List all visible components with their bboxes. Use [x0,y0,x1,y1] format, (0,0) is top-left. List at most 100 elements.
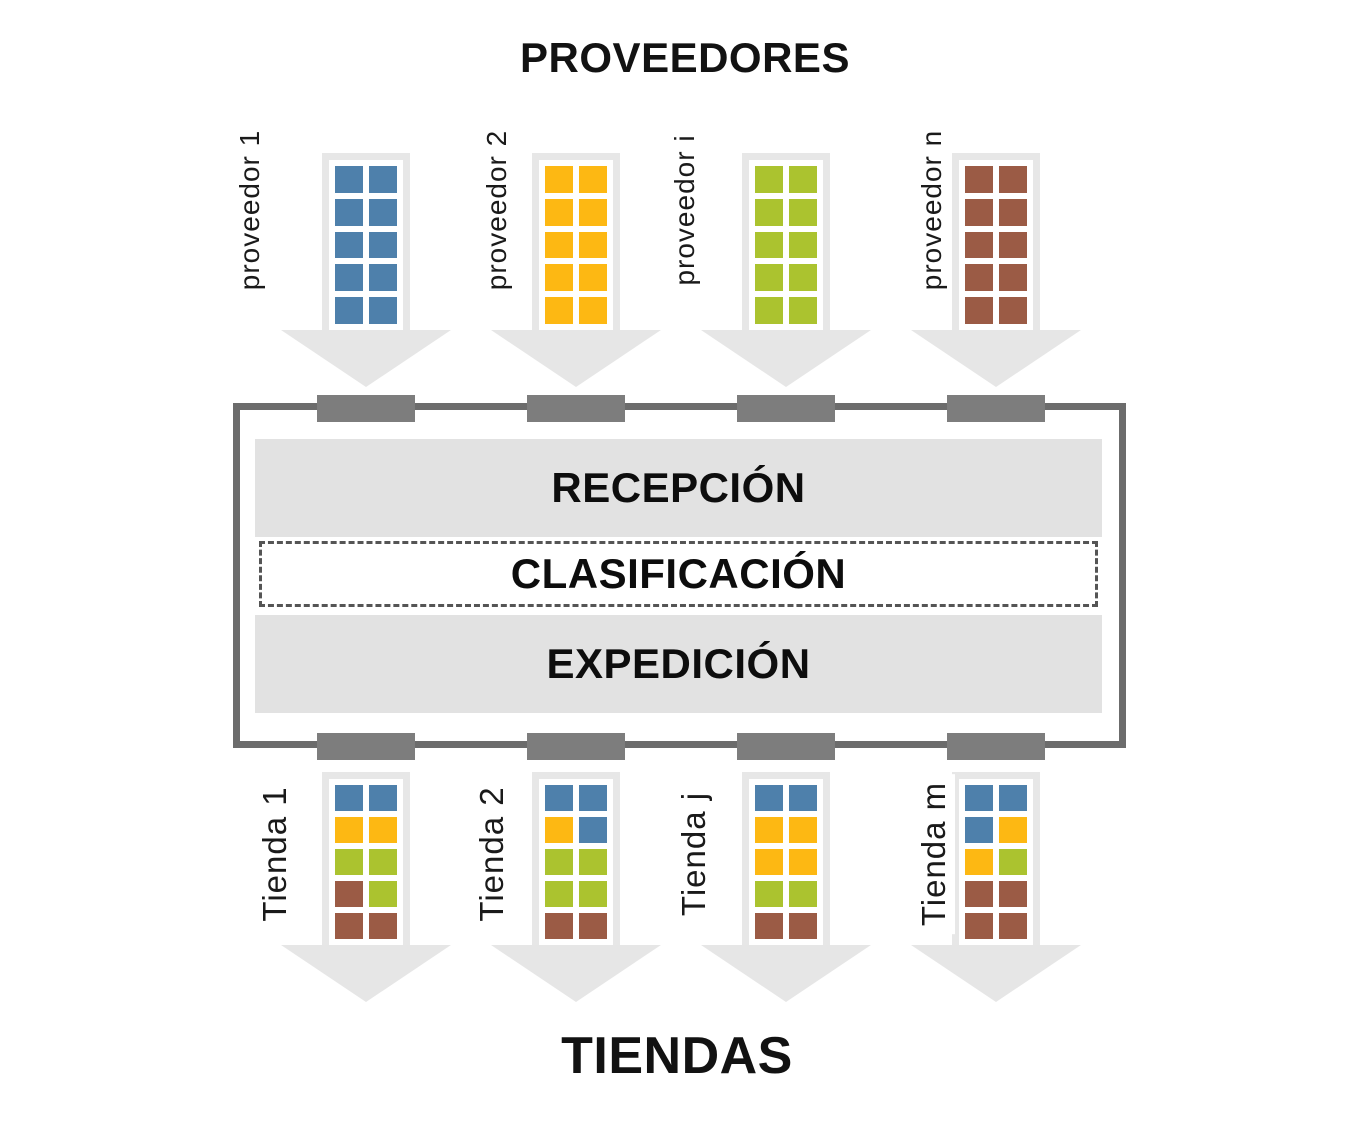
pallet-box-yellow [335,817,363,843]
store-pallet-1 [329,779,403,945]
pallet-box-green [579,849,607,875]
pallet-box-yellow [545,231,573,259]
suppliers-title: PROVEEDORES [520,34,850,81]
pallet-box-yellow [579,231,607,259]
pallet-box-green [755,297,783,324]
supplier-arrow-head-1 [281,330,451,387]
supplier-arrow-shaft-1 [322,153,410,330]
store-arrow-shaft-2 [532,772,620,945]
pallet-box-green [369,881,397,907]
pallet-box-yellow [545,198,573,226]
supplier-arrow-shaft-n [952,153,1040,330]
pallet-box-brown [965,231,993,259]
pallet-box-brown [755,913,783,939]
pallet-box-yellow [579,264,607,292]
pallet-box-green [755,881,783,907]
pallet-box-yellow [545,166,573,193]
pallet-box-brown [999,166,1027,193]
pallet-box-brown [999,198,1027,226]
outbound-dock-door-4 [947,733,1045,760]
pallet-box-green [545,849,573,875]
store-arrow-head-1 [281,945,451,1002]
pallet-box-green [755,264,783,292]
pallet-box-green [789,198,817,226]
pallet-box-green [755,231,783,259]
supplier-arrow-head-n [911,330,1081,387]
zone-recepcion-label: RECEPCIÓN [551,464,806,511]
zone-expedicion-label: EXPEDICIÓN [546,640,811,687]
pallet-box-yellow [579,198,607,226]
store-pallet-j [749,779,823,945]
pallet-box-blue [369,198,397,226]
inbound-dock-door-2 [527,395,625,422]
pallet-box-yellow [755,817,783,843]
store-arrow-head-j [701,945,871,1002]
pallet-box-brown [999,913,1027,939]
pallet-box-green [755,198,783,226]
pallet-box-brown [369,913,397,939]
pallet-box-green [789,231,817,259]
supplier-pallet-n [959,160,1033,330]
pallet-box-green [789,881,817,907]
zone-clasificacion: CLASIFICACIÓN [259,541,1098,607]
pallet-box-blue [755,785,783,811]
pallet-box-green [755,166,783,193]
pallet-box-yellow [789,849,817,875]
pallet-box-brown [965,881,993,907]
stores-title: TIENDAS [561,1027,793,1085]
outbound-dock-door-3 [737,733,835,760]
pallet-box-blue [335,785,363,811]
pallet-box-blue [335,198,363,226]
pallet-box-yellow [545,264,573,292]
pallet-box-green [335,849,363,875]
pallet-box-blue [369,166,397,193]
pallet-box-blue [965,785,993,811]
pallet-box-blue [369,785,397,811]
pallet-box-yellow [579,166,607,193]
store-pallet-m [959,779,1033,945]
pallet-box-blue [369,264,397,292]
pallet-box-green [545,881,573,907]
inbound-dock-door-1 [317,395,415,422]
pallet-box-yellow [965,849,993,875]
pallet-box-brown [965,297,993,324]
pallet-box-brown [789,913,817,939]
inbound-dock-door-4 [947,395,1045,422]
supplier-arrow-head-2 [491,330,661,387]
store-arrow-head-m [911,945,1081,1002]
supplier-pallet-i [749,160,823,330]
outbound-dock-door-2 [527,733,625,760]
pallet-box-brown [999,264,1027,292]
pallet-box-brown [965,264,993,292]
store-arrow-shaft-m [952,772,1040,945]
inbound-dock-door-3 [737,395,835,422]
pallet-box-yellow [545,817,573,843]
store-arrow-head-2 [491,945,661,1002]
pallet-box-green [789,297,817,324]
pallet-box-green [999,849,1027,875]
supplier-arrow-shaft-2 [532,153,620,330]
pallet-box-green [789,264,817,292]
pallet-box-blue [335,166,363,193]
pallet-box-brown [965,913,993,939]
pallet-box-blue [579,785,607,811]
store-arrow-shaft-j [742,772,830,945]
zone-expedicion: EXPEDICIÓN [255,615,1102,713]
pallet-box-yellow [369,817,397,843]
pallet-box-yellow [789,817,817,843]
store-pallet-2 [539,779,613,945]
supplier-arrow-shaft-i [742,153,830,330]
pallet-box-yellow [999,817,1027,843]
pallet-box-blue [545,785,573,811]
pallet-box-blue [999,785,1027,811]
pallet-box-yellow [579,297,607,324]
pallet-box-brown [999,231,1027,259]
supplier-arrow-head-i [701,330,871,387]
pallet-box-blue [369,231,397,259]
pallet-box-blue [369,297,397,324]
pallet-box-brown [335,881,363,907]
pallet-box-brown [999,881,1027,907]
pallet-box-blue [789,785,817,811]
pallet-box-brown [965,166,993,193]
